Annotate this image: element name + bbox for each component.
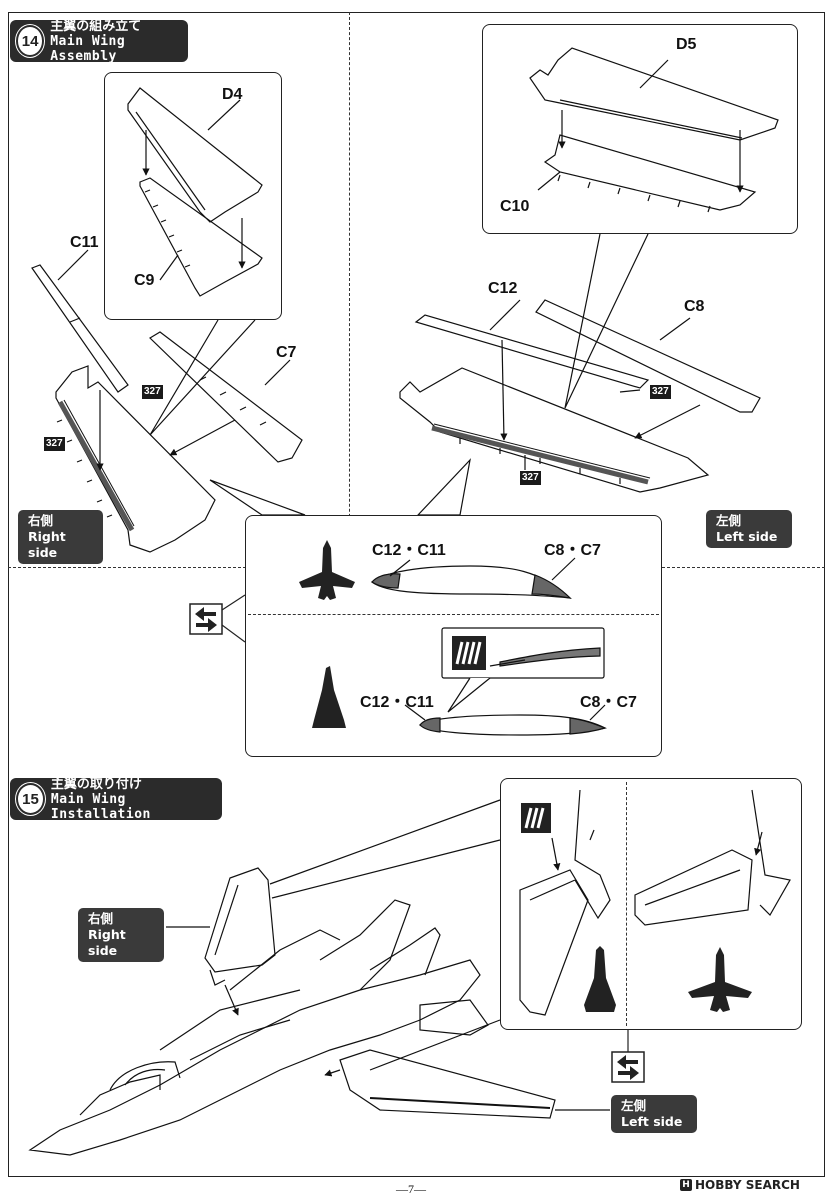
part-label-c9: C9 xyxy=(134,272,155,289)
part-label-c8: C8 xyxy=(684,298,705,315)
part-label-c11: C11 xyxy=(70,234,99,251)
paint-badge-left-upper: 327 xyxy=(650,385,671,399)
callout-installation-divider xyxy=(626,782,627,1026)
side-tag-right-15-jp: 右側 xyxy=(88,911,114,926)
paint-badge-left-lower: 327 xyxy=(520,471,541,485)
part-label-c7: C7 xyxy=(276,344,297,361)
step-14-header: 14 主翼の組み立て Main Wing Assembly xyxy=(10,18,188,64)
callout-divider xyxy=(248,614,659,615)
side-tag-left-15: 左側 Left side xyxy=(611,1095,697,1133)
step-14-title-en: Main Wing Assembly xyxy=(50,33,126,64)
step-14-title-jp: 主翼の組み立て xyxy=(50,18,142,34)
part-label-d5: D5 xyxy=(676,36,697,53)
step-15-number: 15 xyxy=(16,783,45,815)
brand-logo-icon: H xyxy=(680,1179,692,1191)
footer-brand: H HOBBY SEARCH xyxy=(680,1178,800,1192)
section-label-front-top: C12・C11 xyxy=(372,542,446,559)
page-border xyxy=(8,12,825,1177)
side-tag-right-14: 右側 Right side xyxy=(18,510,103,564)
side-tag-left-14-jp: 左側 xyxy=(716,513,742,528)
step-15-title-en: Main Wing Installation xyxy=(50,791,151,822)
side-tag-left-15-jp: 左側 xyxy=(621,1098,647,1113)
step-15-header: 15 主翼の取り付け Main Wing Installation xyxy=(10,776,222,822)
part-label-c12: C12 xyxy=(488,280,518,297)
paint-badge-right-upper: 327 xyxy=(142,385,163,399)
part-label-d4: D4 xyxy=(222,86,243,103)
divider-vertical-top xyxy=(349,12,350,567)
section-label-rear-bottom: C8・C7 xyxy=(580,694,637,711)
section-label-front-bottom: C12・C11 xyxy=(360,694,434,711)
divider-horizontal-right xyxy=(662,567,825,568)
side-tag-left-14-en: Left side xyxy=(716,529,778,544)
page-number: —7— xyxy=(396,1182,426,1196)
brand-name: HOBBY SEARCH xyxy=(695,1178,800,1192)
part-label-c10: C10 xyxy=(500,198,530,215)
side-tag-right-15-en: Right side xyxy=(88,927,126,958)
side-tag-left-14: 左側 Left side xyxy=(706,510,792,548)
cross-section-drawing xyxy=(189,540,607,736)
section-label-rear-top: C8・C7 xyxy=(544,542,601,559)
side-tag-right-14-jp: 右側 xyxy=(28,513,54,528)
callout-d5-c10 xyxy=(482,24,798,234)
paint-badge-right-lower: 327 xyxy=(44,437,65,451)
side-tag-right-14-en: Right side xyxy=(28,529,66,560)
step-14-number: 14 xyxy=(16,25,45,57)
side-tag-left-15-en: Left side xyxy=(621,1114,683,1129)
divider-horizontal-left xyxy=(8,567,246,568)
step-15-title-jp: 主翼の取り付け xyxy=(50,776,142,792)
side-tag-right-15: 右側 Right side xyxy=(78,908,164,962)
